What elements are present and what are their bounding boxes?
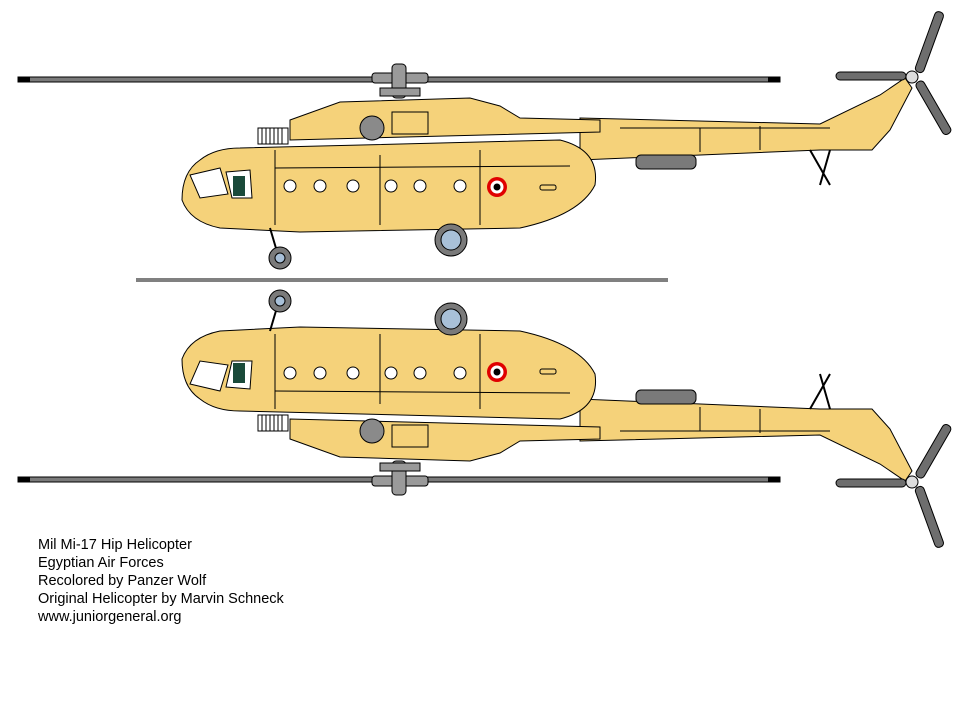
caption-title: Mil Mi-17 Hip Helicopter	[38, 537, 192, 553]
caption-website: www.juniorgeneral.org	[38, 609, 182, 625]
helicopter-side-view	[17, 9, 954, 271]
helicopter-mirrored-view	[17, 289, 954, 550]
caption-original-credit: Original Helicopter by Marvin Schneck	[38, 591, 284, 607]
caption-recolor-credit: Recolored by Panzer Wolf	[38, 573, 207, 589]
caption: Mil Mi-17 Hip Helicopter Egyptian Air Fo…	[38, 536, 284, 626]
caption-air-force: Egyptian Air Forces	[38, 555, 164, 571]
